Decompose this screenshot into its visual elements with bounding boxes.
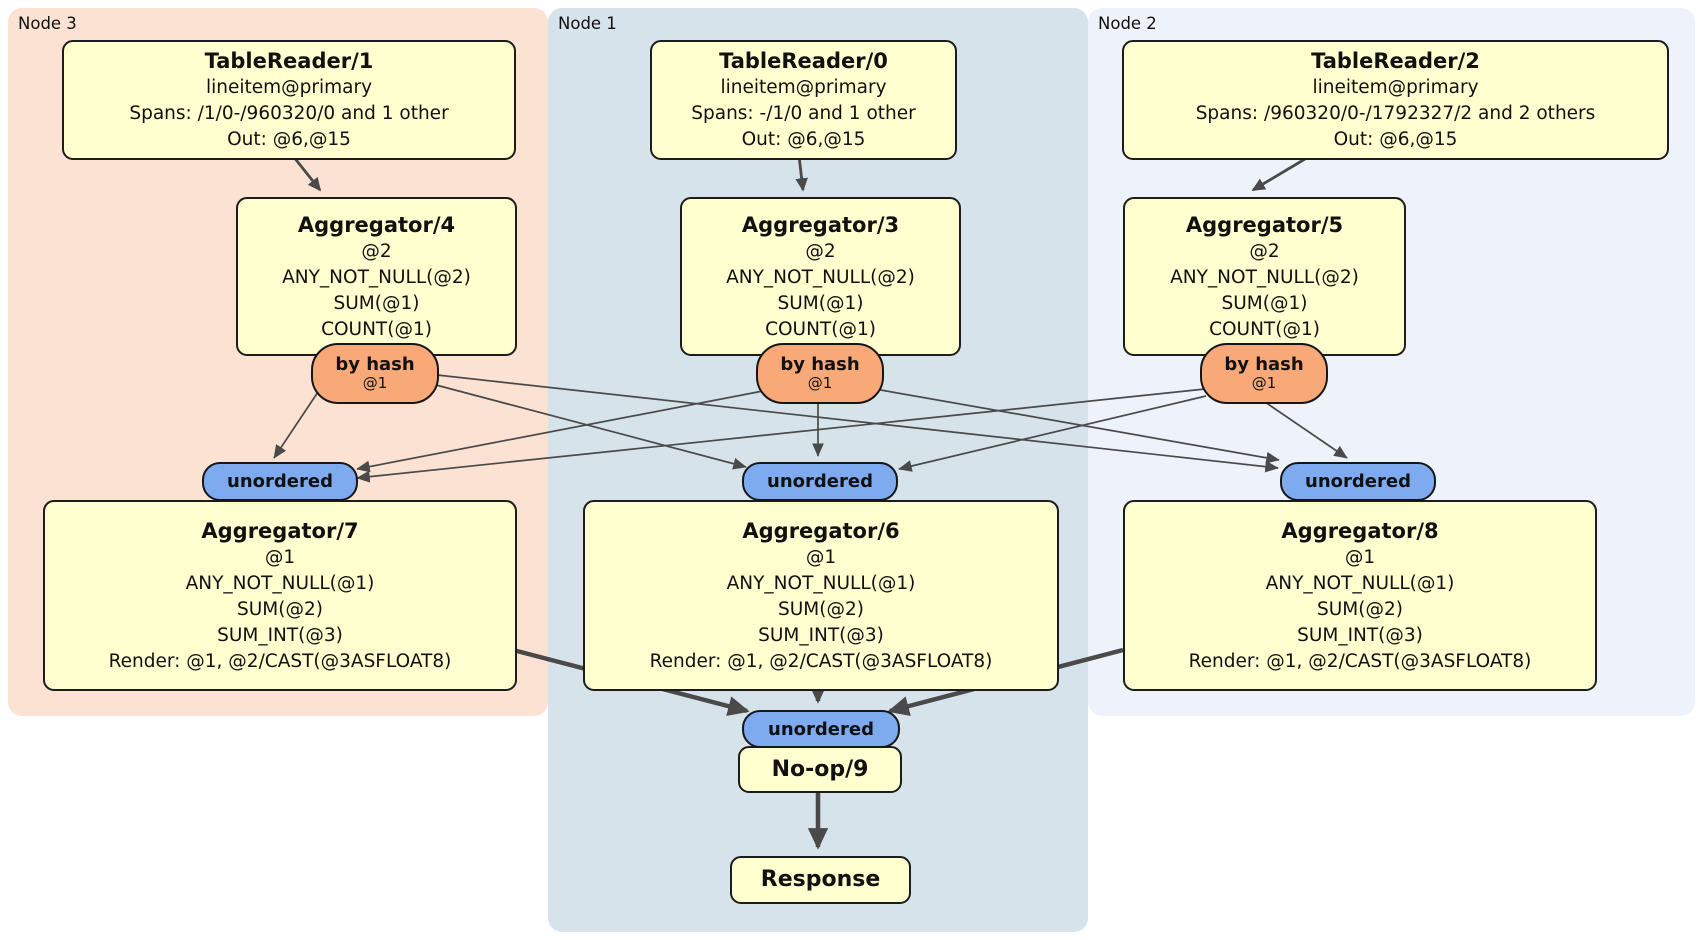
router-by-hash-right: by hash @1	[1200, 343, 1328, 404]
stream-unordered-center: unordered	[742, 462, 898, 501]
processor-title: Aggregator/3	[741, 212, 900, 237]
processor-line: SUM(@2)	[237, 598, 323, 620]
processor-aggregator-8: Aggregator/8 @1 ANY_NOT_NULL(@1) SUM(@2)…	[1123, 500, 1597, 691]
router-label: by hash	[1224, 353, 1304, 375]
processor-line: lineitem@primary	[1312, 77, 1479, 98]
response-box: Response	[730, 856, 911, 904]
processor-line: ANY_NOT_NULL(@2)	[726, 266, 915, 288]
router-detail: @1	[807, 374, 833, 393]
processor-tablereader-1: TableReader/1 lineitem@primary Spans: /1…	[62, 40, 516, 160]
processor-line: SUM(@1)	[1221, 292, 1308, 314]
processor-tablereader-0: TableReader/0 lineitem@primary Spans: -/…	[650, 40, 957, 160]
processor-line: ANY_NOT_NULL(@1)	[1265, 572, 1455, 594]
processor-title: Aggregator/4	[297, 212, 456, 237]
processor-line: @1	[264, 546, 296, 568]
response-title: Response	[760, 867, 881, 892]
edge-bhL-unL	[273, 391, 319, 459]
edge-bhR-unR	[1261, 399, 1348, 459]
processor-line: SUM(@1)	[777, 292, 864, 314]
processor-title: Aggregator/6	[742, 518, 900, 543]
processor-line: Out: @6,@15	[741, 129, 866, 150]
processor-line: SUM_INT(@3)	[1297, 624, 1423, 646]
processor-line: ANY_NOT_NULL(@2)	[1170, 266, 1359, 288]
processor-line: Out: @6,@15	[227, 129, 351, 150]
processor-line: SUM_INT(@3)	[758, 624, 884, 646]
processor-aggregator-7: Aggregator/7 @1 ANY_NOT_NULL(@1) SUM(@2)…	[43, 500, 517, 691]
stream-unordered-left: unordered	[202, 462, 358, 501]
processor-title: TableReader/2	[1311, 49, 1480, 73]
edge-bhC-unL	[356, 390, 764, 473]
processor-line: COUNT(@1)	[321, 318, 432, 340]
processor-title: TableReader/0	[719, 49, 888, 73]
processor-line: COUNT(@1)	[765, 318, 876, 340]
processor-line: SUM(@2)	[778, 598, 864, 620]
processor-line: lineitem@primary	[720, 77, 887, 98]
edge-bhL-unR	[436, 374, 1279, 473]
processor-line: @1	[805, 546, 837, 568]
stream-unordered-right: unordered	[1280, 462, 1436, 501]
processor-line: Spans: /1/0-/960320/0 and 1 other	[129, 103, 449, 124]
processor-aggregator-4: Aggregator/4 @2 ANY_NOT_NULL(@2) SUM(@1)…	[236, 197, 517, 356]
processor-tablereader-2: TableReader/2 lineitem@primary Spans: /9…	[1122, 40, 1669, 160]
edge-bhR-unC	[898, 395, 1207, 472]
node2-label: Node 2	[1098, 14, 1157, 33]
processor-line: ANY_NOT_NULL(@1)	[185, 572, 375, 594]
processor-aggregator-3: Aggregator/3 @2 ANY_NOT_NULL(@2) SUM(@1)…	[680, 197, 961, 356]
processor-line: lineitem@primary	[205, 77, 373, 98]
processor-line: @2	[1249, 240, 1280, 262]
edge-tr0-agg3	[795, 155, 808, 192]
router-label: by hash	[335, 353, 415, 375]
processor-noop-9: No-op/9	[738, 746, 902, 793]
processor-aggregator-6: Aggregator/6 @1 ANY_NOT_NULL(@1) SUM(@2)…	[583, 500, 1059, 691]
processor-line: Render: @1, @2/CAST(@3ASFLOAT8)	[108, 650, 452, 672]
processor-title: Aggregator/8	[1281, 518, 1439, 543]
node1-label: Node 1	[558, 14, 617, 33]
processor-line: @2	[361, 240, 392, 262]
node3-label: Node 3	[18, 14, 77, 33]
processor-line: Spans: /960320/0-/1792327/2 and 2 others	[1195, 103, 1596, 124]
processor-line: ANY_NOT_NULL(@2)	[282, 266, 471, 288]
edge-bhR-unL	[356, 388, 1206, 483]
processor-line: SUM_INT(@3)	[217, 624, 343, 646]
router-by-hash-left: by hash @1	[311, 343, 439, 404]
processor-title: Aggregator/7	[201, 518, 359, 543]
processor-line: Out: @6,@15	[1333, 129, 1458, 150]
edge-bhC-unR	[874, 388, 1280, 464]
processor-line: @1	[1344, 546, 1376, 568]
processor-line: @2	[805, 240, 836, 262]
processor-line: Spans: -/1/0 and 1 other	[691, 103, 916, 124]
processor-line: COUNT(@1)	[1209, 318, 1320, 340]
router-detail: @1	[1251, 374, 1277, 393]
router-label: by hash	[780, 353, 860, 375]
edge-tr2-agg5	[1251, 154, 1311, 192]
edge-tr1-agg4	[291, 155, 322, 192]
processor-line: ANY_NOT_NULL(@1)	[726, 572, 916, 594]
processor-line: Render: @1, @2/CAST(@3ASFLOAT8)	[649, 650, 993, 672]
edge-bhL-unC	[435, 384, 747, 470]
router-detail: @1	[362, 374, 388, 393]
processor-title: Aggregator/5	[1185, 212, 1344, 237]
stream-unordered-sink: unordered	[742, 710, 900, 748]
processor-title: TableReader/1	[204, 49, 374, 73]
processor-title: No-op/9	[771, 756, 869, 782]
router-by-hash-center: by hash @1	[756, 343, 884, 404]
processor-aggregator-5: Aggregator/5 @2 ANY_NOT_NULL(@2) SUM(@1)…	[1123, 197, 1406, 356]
processor-line: SUM(@2)	[1317, 598, 1403, 620]
processor-line: SUM(@1)	[333, 292, 420, 314]
processor-line: Render: @1, @2/CAST(@3ASFLOAT8)	[1188, 650, 1532, 672]
